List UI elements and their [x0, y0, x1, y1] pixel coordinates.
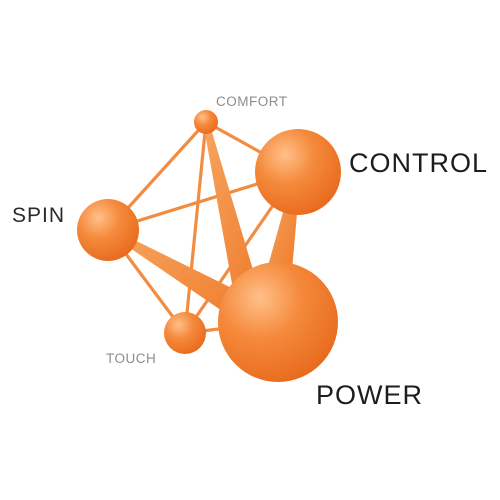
label-power: POWER — [316, 380, 423, 410]
node-control — [255, 129, 341, 215]
edge-comfort-power — [203, 122, 262, 306]
nodes — [77, 110, 341, 382]
label-spin: SPIN — [12, 204, 65, 227]
node-power — [218, 262, 338, 382]
node-spin — [77, 199, 139, 261]
edges-tapered — [108, 122, 300, 330]
edge-spin-power — [108, 227, 256, 330]
label-touch: TOUCH — [106, 351, 156, 366]
node-touch — [164, 312, 206, 354]
node-comfort — [194, 110, 218, 134]
edge-comfort-touch — [183, 120, 208, 335]
label-comfort: COMFORT — [216, 94, 288, 109]
label-control: CONTROL — [349, 148, 488, 178]
